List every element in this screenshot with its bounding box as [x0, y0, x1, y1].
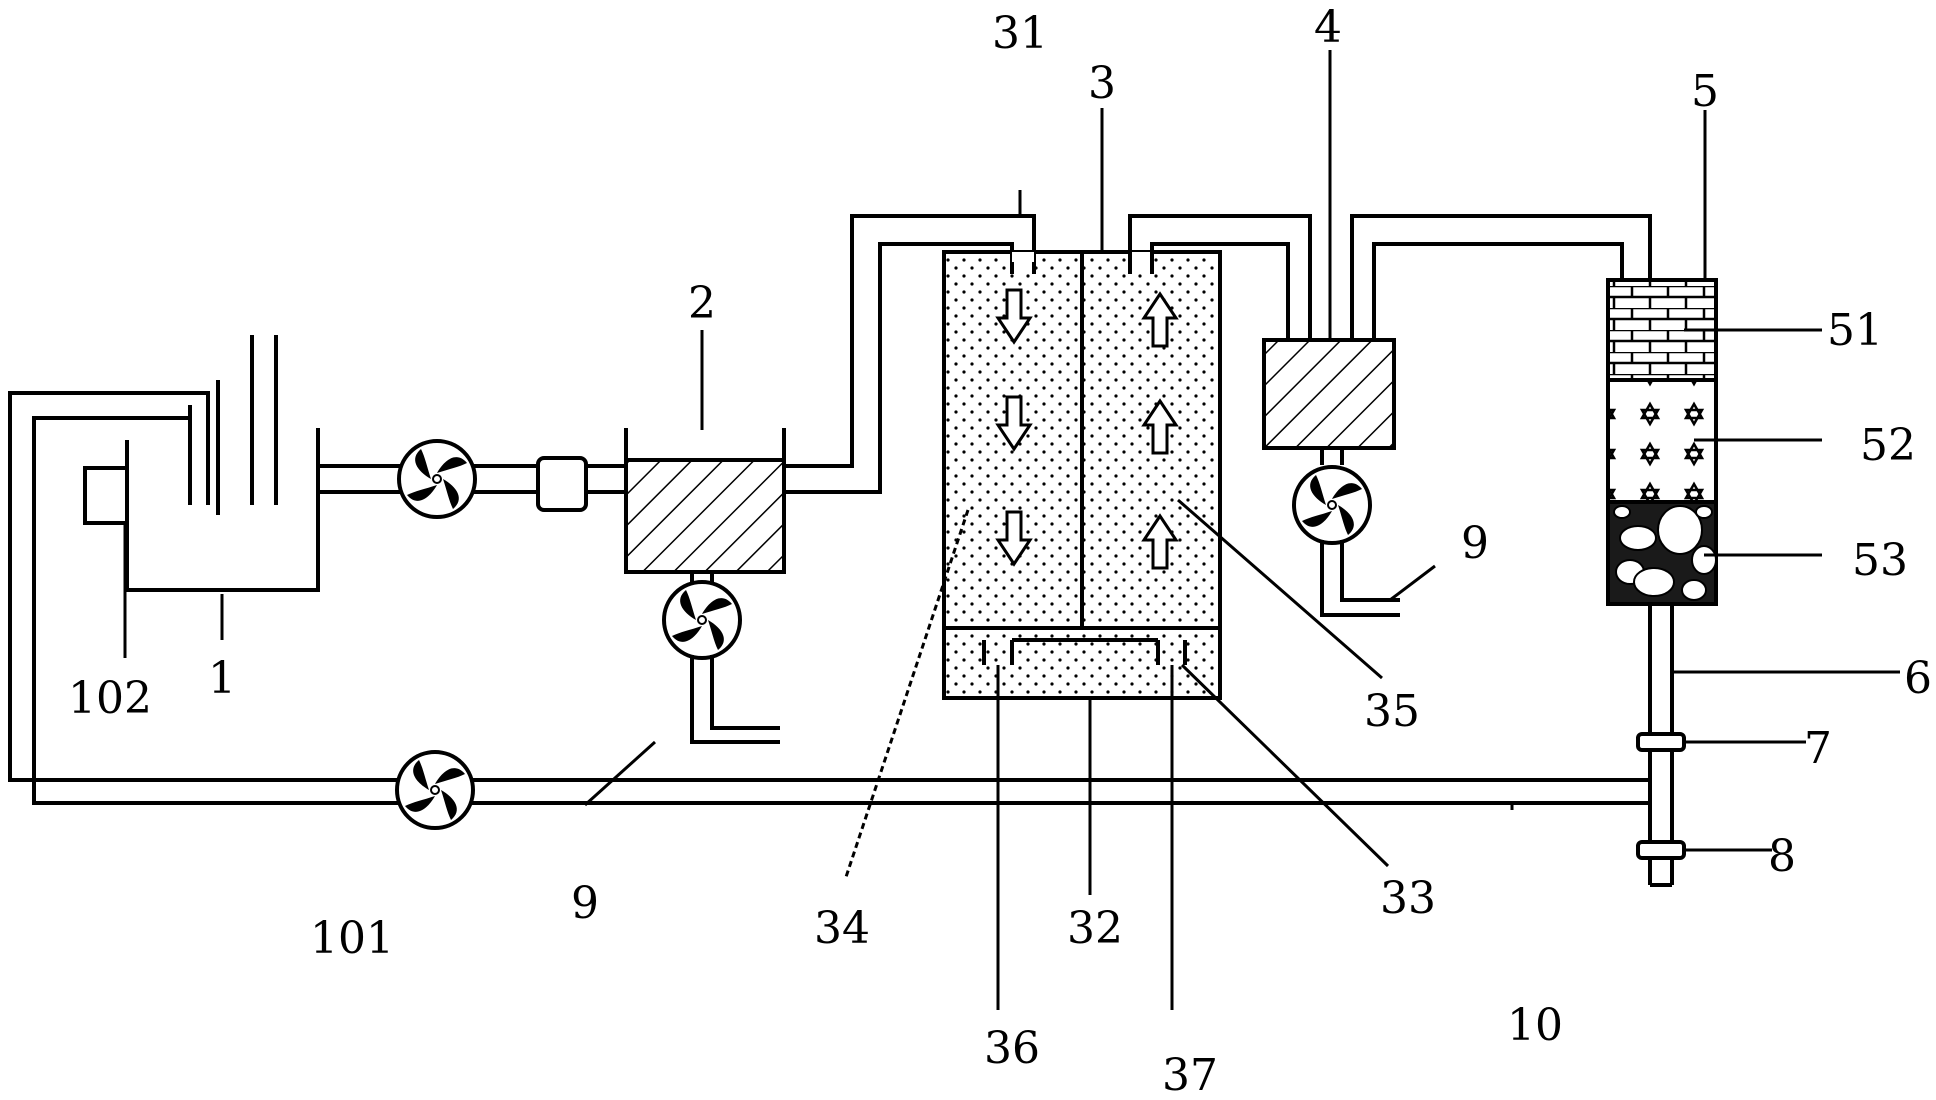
tank-4: [1262, 338, 1396, 450]
label-5: 5: [1691, 66, 1719, 117]
label-3: 3: [1088, 58, 1116, 109]
label-4: 4: [1314, 2, 1342, 53]
label-52: 52: [1860, 420, 1916, 471]
sensor-102: [83, 466, 129, 525]
tank-1: [125, 335, 320, 592]
drain-pipe-9b: [1320, 540, 1400, 617]
label-36: 36: [984, 1023, 1040, 1074]
label-35: 35: [1364, 686, 1420, 737]
label-10: 10: [1507, 1000, 1563, 1051]
label-6: 6: [1904, 653, 1932, 704]
reactor-3: [942, 250, 1222, 700]
tank-2: [624, 428, 786, 574]
label-2: 2: [688, 278, 716, 329]
label-9-left: 9: [571, 878, 599, 929]
label-9-right: 9: [1461, 518, 1489, 569]
pump-tank4-icon: [1292, 465, 1372, 545]
label-101: 101: [310, 913, 394, 964]
drain-pipe-9a: [690, 655, 780, 744]
return-pipe-10: [8, 391, 1648, 805]
valve-7-icon: [1636, 732, 1686, 752]
label-51: 51: [1827, 305, 1883, 356]
feed-pipe: [318, 464, 626, 494]
label-1: 1: [208, 653, 236, 704]
filter-5: [1606, 278, 1718, 606]
pipe-to-filter-5: [1350, 214, 1652, 340]
label-37: 37: [1162, 1050, 1218, 1100]
valve-8-icon: [1636, 840, 1686, 860]
feed-pump-icon: [397, 439, 477, 519]
valve-icon: [536, 456, 588, 512]
label-102: 102: [68, 673, 152, 724]
pump-101-icon: [395, 750, 475, 830]
label-33: 33: [1380, 873, 1436, 924]
label-32: 32: [1067, 903, 1123, 954]
label-34: 34: [814, 903, 870, 954]
pump-tank2-icon: [662, 580, 742, 660]
leader-lines: [220, 50, 1900, 1010]
label-8: 8: [1768, 831, 1796, 882]
label-31: 31: [992, 8, 1048, 59]
pipe-to-tank-4: [1128, 214, 1312, 340]
label-7: 7: [1804, 723, 1832, 774]
label-53: 53: [1852, 535, 1908, 586]
